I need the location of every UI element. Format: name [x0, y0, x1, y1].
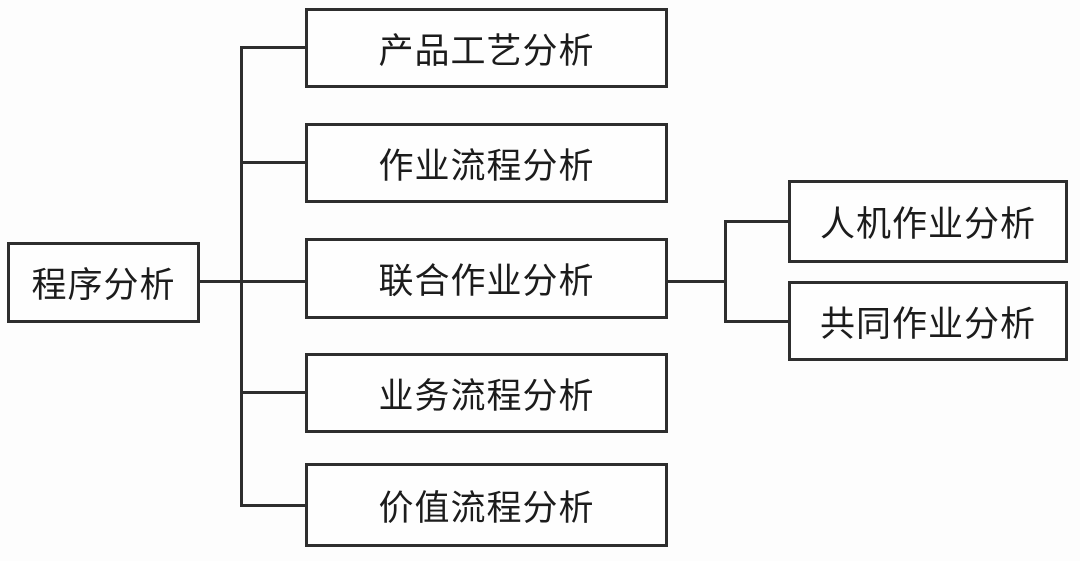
- node-value-stream-analysis: 价值流程分析: [305, 463, 668, 547]
- connector-branch-value: [240, 504, 307, 507]
- node-label: 联合作业分析: [378, 262, 595, 301]
- node-product-process-analysis: 产品工艺分析: [305, 8, 668, 88]
- connector-root-to-trunk: [197, 280, 307, 283]
- connector-branch-man-machine: [724, 220, 790, 223]
- node-label: 业务流程分析: [378, 376, 595, 416]
- connector-joint-to-trunk: [665, 280, 727, 283]
- node-label: 产品工艺分析: [378, 31, 595, 71]
- node-joint-operation-analysis: 联合作业分析: [305, 238, 668, 319]
- node-label: 人机作业分析: [819, 205, 1036, 244]
- node-man-machine-operation-analysis: 人机作业分析: [788, 180, 1068, 263]
- connector-branch-business: [240, 391, 307, 394]
- connector-branch-common: [724, 320, 790, 323]
- node-operation-flow-analysis: 作业流程分析: [305, 123, 668, 203]
- node-procedure-analysis: 程序分析: [7, 242, 200, 323]
- connector-right-trunk: [724, 220, 727, 323]
- node-common-operation-analysis: 共同作业分析: [788, 281, 1068, 361]
- node-label: 价值流程分析: [378, 488, 595, 528]
- connector-branch-operation: [240, 161, 307, 164]
- connector-left-trunk: [240, 46, 243, 507]
- node-label: 共同作业分析: [819, 304, 1036, 344]
- node-business-flow-analysis: 业务流程分析: [305, 353, 668, 433]
- node-label: 程序分析: [31, 266, 176, 305]
- connector-branch-product: [240, 46, 307, 49]
- node-label: 作业流程分析: [378, 146, 595, 186]
